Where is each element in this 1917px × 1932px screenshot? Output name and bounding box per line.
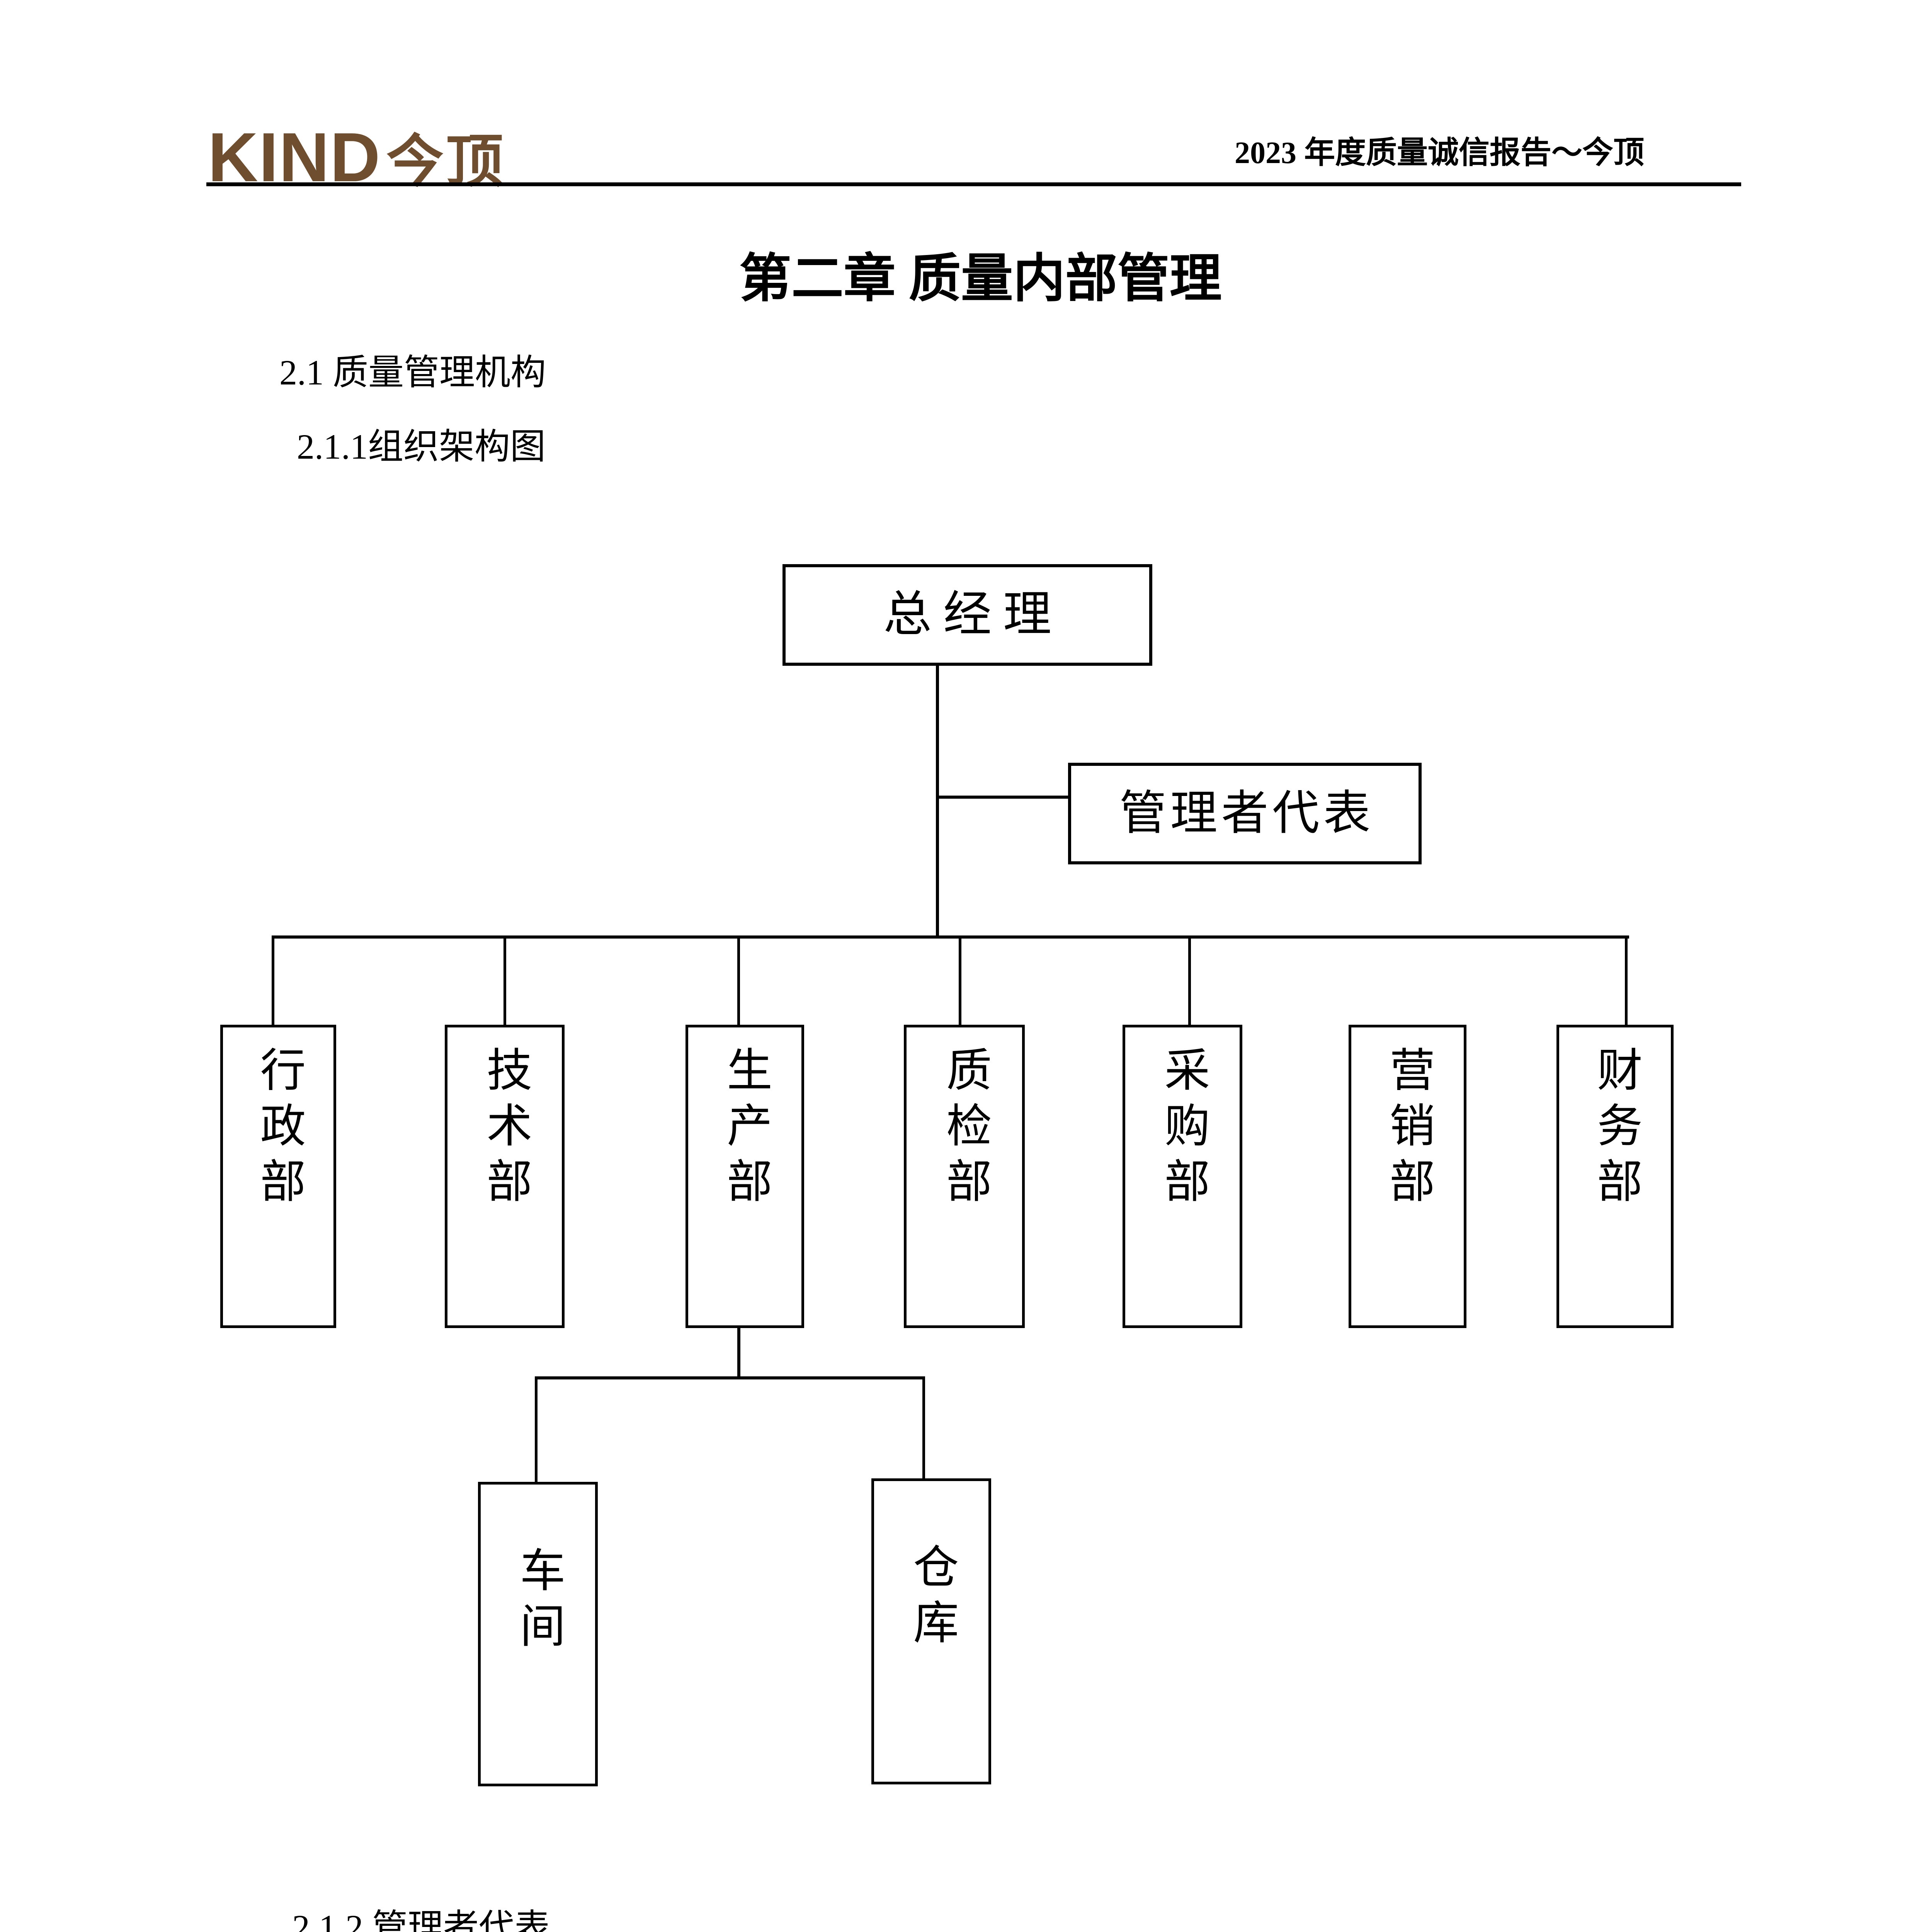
org-box-administration: 行政部: [220, 1025, 336, 1328]
org-box-workshop: 车间: [478, 1482, 598, 1786]
org-box-general-manager-label: 总经理: [883, 588, 1063, 641]
connector-drop-purchasing: [1188, 935, 1191, 1027]
connector-root-vertical: [936, 665, 939, 939]
heading-2-1-2: 2.1.2 管理者代表: [292, 1908, 550, 1932]
connector-drop-finance: [1625, 935, 1628, 1027]
org-box-general-manager: 总经理: [782, 564, 1152, 666]
org-box-workshop-label: 车间: [513, 1546, 563, 1658]
org-box-marketing: 营销部: [1349, 1025, 1466, 1328]
org-box-purchasing-label: 采购部: [1157, 1046, 1208, 1213]
org-box-production: 生产部: [685, 1025, 804, 1328]
org-chart: 总经理 管理者代表 行政部 技术部 生产部 质检部: [0, 541, 1917, 1816]
org-box-finance: 财务部: [1556, 1025, 1674, 1328]
header-report-title: 2023 年度质量诚信报告～今顶: [1235, 136, 1644, 170]
connector-drop-workshop: [535, 1376, 538, 1483]
company-logo: KIND今顶: [208, 123, 505, 192]
org-box-marketing-label: 营销部: [1382, 1046, 1433, 1213]
org-box-warehouse-label: 仓库: [906, 1543, 957, 1654]
org-box-quality-inspection-label: 质检部: [939, 1046, 990, 1213]
logo-cjk-text: 今顶: [386, 130, 505, 194]
connector-drop-production: [737, 935, 740, 1027]
connector-representative: [936, 796, 1070, 799]
connector-drop-technology: [503, 935, 506, 1027]
connector-distribution-line: [272, 935, 1629, 939]
org-box-finance-label: 财务部: [1590, 1046, 1641, 1213]
connector-production-vertical: [737, 1328, 740, 1379]
org-box-management-representative: 管理者代表: [1068, 763, 1422, 864]
org-box-technology: 技术部: [445, 1025, 565, 1328]
chapter-title: 第二章 质量内部管理: [739, 250, 1222, 308]
org-box-administration-label: 行政部: [253, 1046, 304, 1213]
org-box-production-label: 生产部: [720, 1046, 771, 1213]
org-box-technology-label: 技术部: [480, 1046, 530, 1213]
org-box-purchasing: 采购部: [1123, 1025, 1242, 1328]
connector-drop-administration: [272, 935, 274, 1027]
org-box-warehouse: 仓库: [871, 1478, 991, 1784]
heading-2-1: 2.1 质量管理机构: [279, 353, 546, 392]
logo-latin-text: KIND: [208, 119, 381, 196]
connector-drop-warehouse: [922, 1376, 925, 1479]
connector-drop-quality-inspection: [959, 935, 961, 1027]
connector-sub-line: [535, 1376, 925, 1379]
header-rule: [206, 182, 1741, 186]
org-box-management-representative-label: 管理者代表: [1119, 787, 1374, 840]
org-box-quality-inspection: 质检部: [904, 1025, 1025, 1328]
heading-2-1-1: 2.1.1组织架构图: [297, 427, 546, 466]
